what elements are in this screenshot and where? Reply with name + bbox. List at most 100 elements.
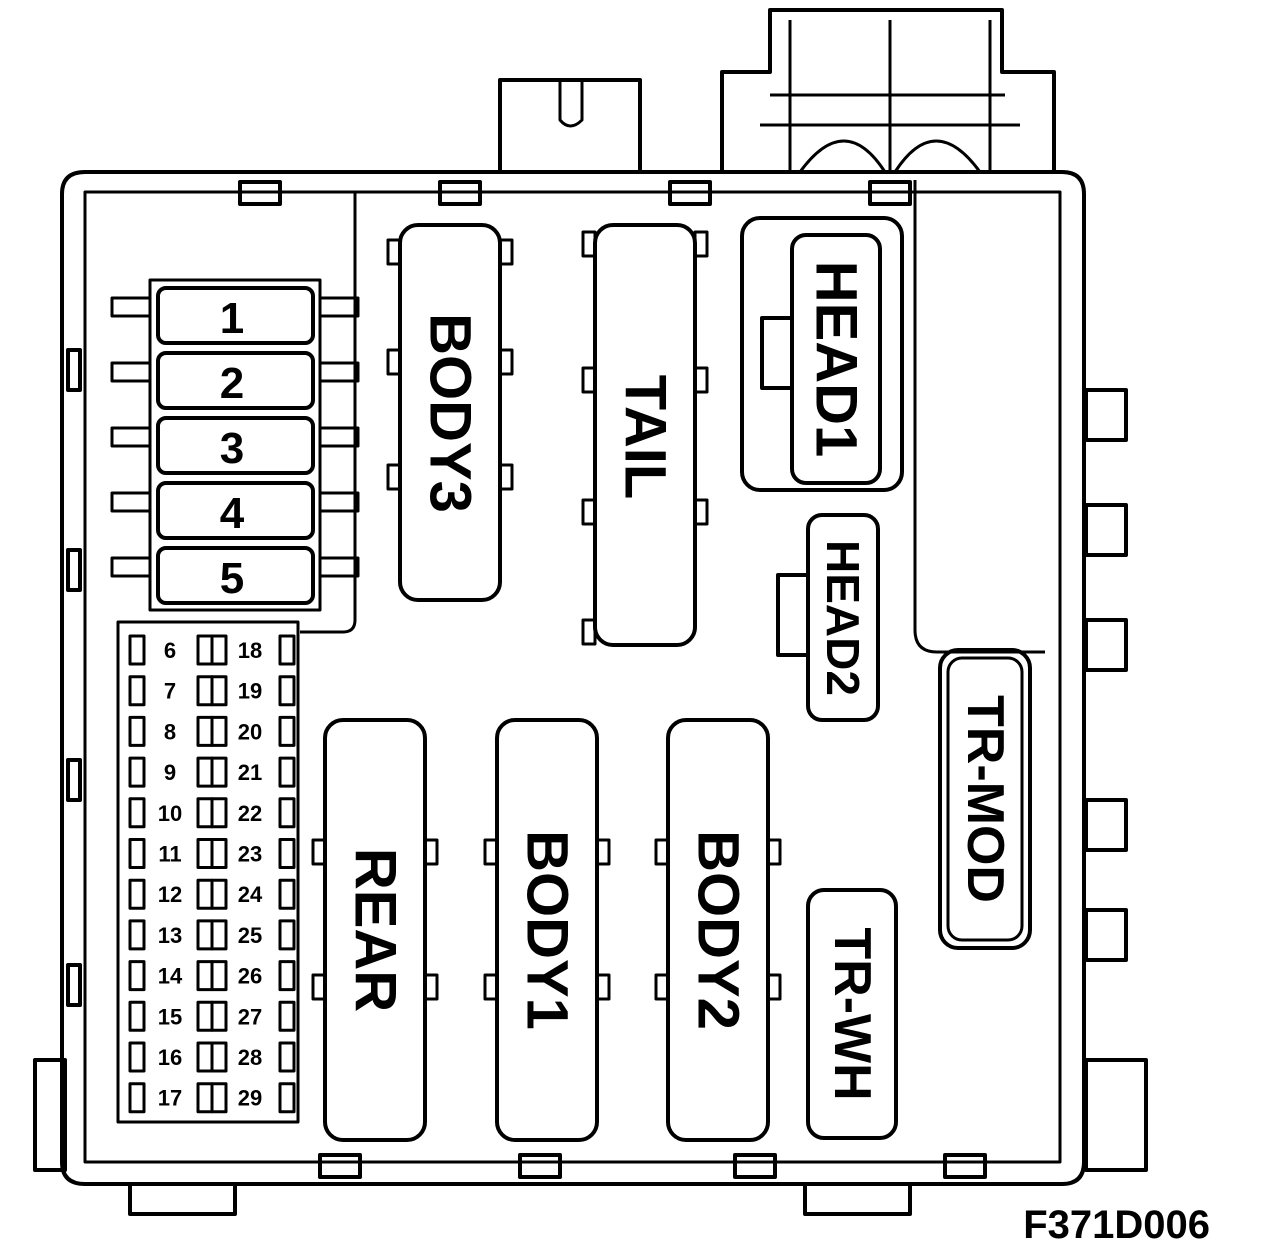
mini-fuse-clip [196,960,214,992]
mini-fuse-clip [128,960,146,992]
mini-fuse-label-15: 15 [158,1004,182,1029]
mini-fuse-clip [196,797,214,829]
mini-fuse-clip [196,715,214,747]
relay-label-body1: BODY1 [515,830,580,1030]
diagram-code: F371D006 [1023,1203,1210,1247]
mini-fuse-label-22: 22 [238,801,262,826]
large-fuse-label: 1 [220,294,244,343]
mini-fuse-clip [210,919,228,951]
top-clip [498,78,642,172]
mini-fuse-clip [278,797,296,829]
mini-fuse-clip [210,1000,228,1032]
mini-fuse-clip [196,756,214,788]
mini-fuse-clip [278,1082,296,1114]
mini-fuse-clip [128,797,146,829]
mini-fuse-clip [128,634,146,666]
relay-tail [593,223,697,647]
mini-fuse-clip [128,715,146,747]
mini-fuse-label-27: 27 [238,1004,262,1029]
mini-fuse-clip [278,919,296,951]
mini-fuse-clip [278,1000,296,1032]
mini-fuse-label-12: 12 [158,882,182,907]
mini-fuse-label-8: 8 [164,719,176,744]
mini-fuse-clip [210,715,228,747]
relay-body1 [495,718,599,1142]
mini-fuse-label-18: 18 [238,638,262,663]
relay-tr-wh [806,888,898,1140]
mini-fuse-clip [196,634,214,666]
mini-fuse-label-25: 25 [238,923,262,948]
mini-fuse-clip [196,1000,214,1032]
mini-fuse-label-19: 19 [238,679,262,704]
mini-fuse-clip [196,675,214,707]
mini-fuse-clip [278,960,296,992]
mini-fuse-clip [278,1041,296,1073]
relay-rear [323,718,427,1142]
mini-fuse-label-6: 6 [164,638,176,663]
mini-fuse-label-9: 9 [164,760,176,785]
relay-label-head2: HEAD2 [817,540,869,696]
mini-fuse-label-10: 10 [158,801,182,826]
right-relay-area-frame [913,180,1045,654]
mini-fuse-label-28: 28 [238,1045,262,1070]
mini-fuse-clip [278,634,296,666]
mini-fuse-clip [128,878,146,910]
housing-inner-edge [83,190,1062,1164]
mini-fuse-label-16: 16 [158,1045,182,1070]
mini-fuse-label-13: 13 [158,923,182,948]
mini-fuse-clip [128,1000,146,1032]
mini-fuse-label-17: 17 [158,1086,182,1111]
mini-fuse-block-frame [116,620,300,1124]
top-connector [720,8,1056,172]
mini-fuse-label-23: 23 [238,842,262,867]
large-fuse-label: 5 [220,554,244,603]
relay-label-tr-wh: TR-WH [823,927,881,1100]
mini-fuse-clip [278,878,296,910]
relay-head1-housing [740,216,904,492]
relay-label-tail: TAIL [613,375,678,500]
mini-fuse-clip [278,756,296,788]
mini-fuse-label-21: 21 [238,760,262,785]
large-fuse-5 [156,546,315,605]
mini-fuse-clip [196,1041,214,1073]
relay-label-rear: REAR [343,848,408,1012]
mini-fuse-clip [210,797,228,829]
large-fuse-label: 3 [220,424,244,473]
mini-fuse-clip [210,838,228,869]
mini-fuse-clip [128,1082,146,1114]
mini-fuse-label-7: 7 [164,679,176,704]
mini-fuse-label-24: 24 [238,882,263,907]
mini-fuse-clip [210,1041,228,1073]
large-fuse-label: 4 [220,489,245,538]
large-fuse-label: 2 [220,359,244,408]
large-fuse-block-frame [300,192,357,634]
relay-tr-mod [938,648,1032,950]
large-fuse-3 [156,416,315,475]
mini-fuse-clip [210,878,228,910]
relay-label-head1: HEAD1 [804,261,869,458]
mini-fuse-clip [128,675,146,707]
mini-fuse-clip [210,756,228,788]
mini-fuse-clip [210,1082,228,1114]
mini-fuse-clip [210,960,228,992]
relay-label-body2: BODY2 [686,830,751,1030]
fuse-box-housing [60,170,1086,1186]
mini-fuse-label-29: 29 [238,1086,262,1111]
mini-fuse-clip [128,1041,146,1073]
mini-fuse-clip [196,838,214,869]
mini-fuse-clip [128,919,146,951]
mini-fuse-clip [196,878,214,910]
mini-fuse-clip [210,634,228,666]
mini-fuse-clip [210,675,228,707]
mini-fuse-clip [196,1082,214,1114]
mini-fuse-label-20: 20 [238,719,262,744]
mini-fuse-clip [128,756,146,788]
mini-fuse-clip [278,675,296,707]
mini-fuse-clip [278,715,296,747]
relay-label-body3: BODY3 [418,313,483,513]
mini-fuse-label-11: 11 [158,842,181,867]
relay-body3 [398,223,502,602]
large-fuse-4 [156,481,315,540]
large-fuse-1 [156,286,315,345]
